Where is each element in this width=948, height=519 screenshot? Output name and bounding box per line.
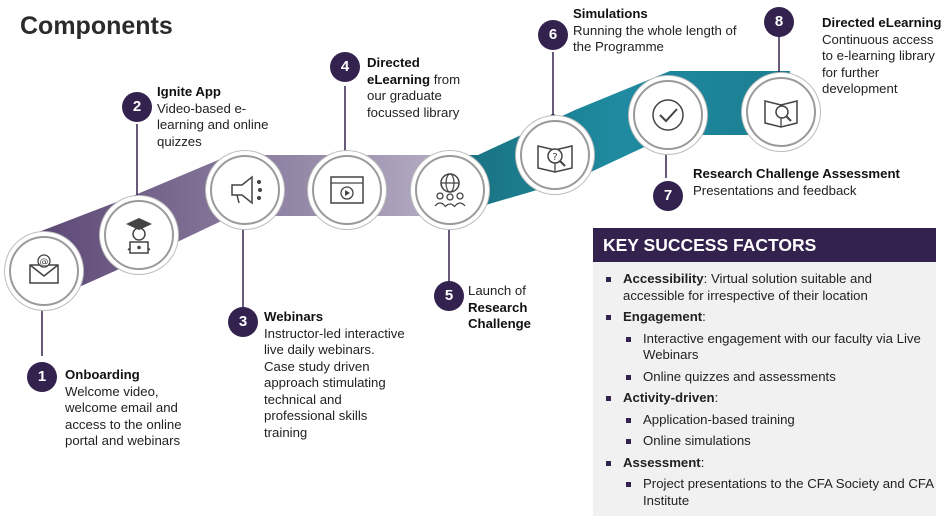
step-label-research-challenge: Launch of Research Challenge [468,283,563,333]
bullet-icon [606,460,611,466]
ksf-subitem-text: Interactive engagement with our faculty … [643,330,921,363]
step-title: Webinars [264,309,324,324]
ksf-subitem-text: Online quizzes and assessments [643,368,836,384]
svg-text:@: @ [40,258,49,268]
step-description: Welcome video, welcome email and access … [65,383,182,449]
step-label-onboarding: Onboarding Welcome video, welcome email … [65,367,195,450]
step-number-badge: 7 [653,181,683,211]
step-title-suffix: from [430,71,461,87]
step-title: Ignite App [157,84,221,99]
step-label-directed-elearning-continuous: Directed eLearning Continuous access to … [822,15,947,98]
book-search-icon [764,100,798,128]
ksf-item-accessibility: Accessibility: Virtual solution suitable… [593,271,936,304]
ksf-item-text: : Virtual solution suitable and accessib… [623,271,873,303]
bullet-icon [626,439,631,444]
node-research-assessment [633,80,703,150]
step-number-badge: 4 [330,52,360,82]
ksf-subitem: Application-based training [593,412,936,429]
ksf-item-text: : [714,390,719,405]
node-ignite-app [104,200,174,270]
step-title: Directed eLearning [822,15,942,30]
ksf-subitem-text: Project presentations to the CFA Society… [643,476,934,508]
step-label-ignite-app: Ignite App Video-based e-learning and on… [157,84,282,150]
step-number-badge: 2 [122,92,152,122]
ksf-subitem: Project presentations to the CFA Society… [593,476,936,509]
ksf-item-text: : [700,454,705,470]
ksf-item-label: Assessment [623,454,701,470]
step-description: Video-based e-learning and online quizze… [157,100,269,149]
step-prefix: Launch of [468,283,526,298]
ksf-item-text: : [702,309,706,324]
step-number-badge: 8 [764,7,794,37]
step-number-badge: 3 [228,307,258,337]
bullet-icon [626,374,631,380]
book-magnifier-icon: ? [537,145,573,173]
bullet-icon [606,396,611,401]
checkmark-icon [652,99,684,131]
step-label-simulations: Simulations Running the whole length of … [573,6,748,56]
step-title: Research Challenge [468,299,532,332]
ksf-subitem-text: Online simulations [643,433,751,448]
svg-text:?: ? [552,152,557,163]
node-research-challenge [415,155,485,225]
ksf-subitem: Interactive engagement with our faculty … [593,331,936,364]
ksf-item-activity-driven: Activity-driven: [593,390,936,407]
node-directed-elearning [312,155,382,225]
ksf-item-label: Engagement [623,309,703,324]
step-label-research-assessment: Research Challenge Assessment Presentati… [693,166,933,199]
ksf-subitem: Online quizzes and assessments [593,369,936,386]
megaphone-icon [231,175,262,205]
step-title: Research Challenge Assessment [693,166,900,181]
step-description: Running the whole length of the Programm… [573,22,737,55]
step-title-line1: Directed [367,55,420,70]
step-number-badge: 6 [538,20,568,50]
node-onboarding: @ [9,236,79,306]
ksf-subitem-text: Application-based training [643,411,795,427]
step-title: Onboarding [65,367,140,382]
step-description: Instructor-led interactive live daily we… [264,325,405,440]
step-description: Continuous access to e-learning library … [822,31,935,97]
bullet-icon [626,417,631,423]
bullet-icon [626,482,631,487]
step-number-badge: 1 [27,362,57,392]
ksf-item-assessment: Assessment: [593,455,936,472]
globe-people-icon [434,173,466,208]
page-title: Components [20,12,173,40]
key-success-factors-panel: KEY SUCCESS FACTORS Accessibility: Virtu… [593,228,936,516]
bullet-icon [626,336,631,342]
node-directed-elearning-continuous [746,77,816,147]
graduate-laptop-icon [126,218,152,254]
video-player-icon [330,176,364,204]
node-simulations: ? [520,120,590,190]
ksf-list: Accessibility: Virtual solution suitable… [593,271,936,509]
step-number-badge: 5 [434,281,464,311]
ksf-item-label: Activity-driven [623,390,715,405]
step-description: our graduate focussed library [367,88,460,120]
email-icon: @ [29,254,59,284]
step-description: Presentations and feedback [693,182,857,198]
step-label-directed-elearning: Directed eLearning from our graduate foc… [367,55,477,121]
ksf-item-label: Accessibility [623,271,704,286]
bullet-icon [606,315,611,320]
ksf-header: KEY SUCCESS FACTORS [593,228,936,262]
ksf-item-engagement: Engagement: [593,309,936,326]
step-label-webinars: Webinars Instructor-led interactive live… [264,309,409,441]
bullet-icon [606,277,611,282]
step-title-line2: eLearning [367,71,431,87]
node-webinars [210,155,280,225]
step-title: Simulations [573,6,648,21]
ksf-subitem: Online simulations [593,433,936,450]
